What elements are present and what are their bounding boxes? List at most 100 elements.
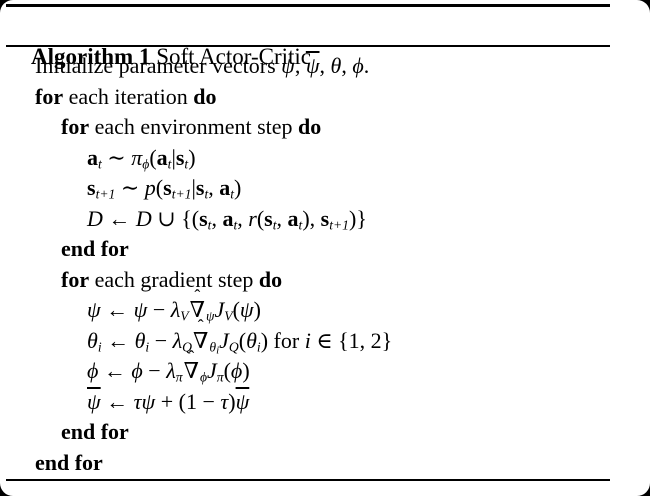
token-it: θ xyxy=(87,327,98,353)
token-it: θ xyxy=(134,327,146,353)
token-it: θ xyxy=(209,338,217,354)
token-it: ϕ xyxy=(199,369,207,385)
token-it: τ xyxy=(133,388,142,414)
token-it: ϕ xyxy=(131,358,143,383)
algorithm-line: for each gradient step do xyxy=(0,265,650,296)
subscript: ϕ xyxy=(142,156,149,171)
token-it: θ xyxy=(246,327,257,353)
token-ov: ψ xyxy=(305,53,320,78)
token-rm: for xyxy=(268,327,305,353)
token-op: ) xyxy=(234,175,242,200)
algorithm-body: Initialize parameter vectors ψ, ψ, θ, ϕ.… xyxy=(0,51,650,478)
token-bf: a xyxy=(156,144,168,170)
token-bf: s xyxy=(320,205,330,231)
token-it: t xyxy=(167,155,172,171)
token-rm: each environment step xyxy=(89,114,299,139)
token-kw: do xyxy=(298,114,322,139)
subscript: t+1 xyxy=(329,217,349,232)
token-it: t xyxy=(204,186,209,202)
token-op: )} xyxy=(349,205,367,231)
token-kw: end for xyxy=(35,449,103,475)
subscript: i xyxy=(216,344,219,356)
token-it: J xyxy=(207,358,217,383)
algorithm-line: end for xyxy=(0,234,650,265)
token-it: t+1 xyxy=(95,186,116,202)
token-it: i xyxy=(97,338,102,354)
subscript: V xyxy=(224,308,232,323)
subscript: π xyxy=(217,369,224,384)
token-rm: each iteration xyxy=(63,83,194,109)
algorithm-title: Soft Actor-Critic xyxy=(150,44,311,69)
algorithm-line: for each environment step do xyxy=(0,112,650,143)
algorithm-line: end for xyxy=(0,448,650,479)
token-op: ∼ xyxy=(115,175,145,200)
token-it: ψ xyxy=(133,297,148,322)
subscript: t xyxy=(98,156,102,171)
token-it: τ xyxy=(220,388,229,414)
token-kw: do xyxy=(258,266,283,292)
algorithm-line: ψ ← τψ + (1 − τ)ψ xyxy=(0,387,650,418)
subscript: i xyxy=(145,339,149,354)
token-op: ) xyxy=(242,358,250,383)
subscript: π xyxy=(176,369,183,384)
token-rm: Initialize parameter vectors xyxy=(35,53,282,78)
token-cal: D xyxy=(87,205,103,231)
token-it: λ xyxy=(166,358,176,383)
token-it: θ xyxy=(330,53,342,78)
algorithm-line: D ← D ∪ {(st, at, r(st, at), st+1)} xyxy=(0,204,650,235)
token-rm: . xyxy=(363,53,370,78)
token-op: ← xyxy=(102,205,136,231)
token-it: ψ xyxy=(87,297,101,322)
algorithm-line: Initialize parameter vectors ψ, ψ, θ, ϕ. xyxy=(0,51,650,82)
token-op: , xyxy=(208,175,220,200)
token-it: t xyxy=(230,186,235,202)
algorithm-header: Algorithm 1 Soft Actor-Critic xyxy=(8,12,311,102)
token-kw: for xyxy=(35,83,64,109)
token-op: − xyxy=(147,297,171,322)
token-op: ← xyxy=(100,297,134,322)
token-op: ) xyxy=(188,144,196,170)
token-it: ψ xyxy=(239,297,254,322)
token-it: V xyxy=(180,308,189,324)
token-it: ψ xyxy=(141,388,156,414)
token-it: t xyxy=(298,216,303,232)
token-it: ϕ xyxy=(87,358,99,383)
token-rm: , xyxy=(341,53,353,78)
token-op: ( xyxy=(238,327,247,353)
token-op: ( xyxy=(155,175,164,200)
subscript: ϕ xyxy=(200,369,207,384)
algorithm-line: for each iteration do xyxy=(0,82,650,113)
hat-accent: ˆ xyxy=(188,346,195,367)
token-cal: D xyxy=(135,205,152,231)
token-rm: , xyxy=(294,53,306,78)
token-op: , xyxy=(309,205,321,231)
token-op: ( xyxy=(178,388,186,414)
token-op: ( xyxy=(232,297,240,322)
token-op: ∼ xyxy=(101,144,132,170)
token-op: ) xyxy=(228,388,236,414)
token-bf: s xyxy=(264,205,273,231)
header-rule xyxy=(6,45,610,47)
token-op: + xyxy=(155,388,179,414)
token-op: , xyxy=(237,205,249,231)
token-it: t xyxy=(233,216,238,232)
token-rm: each gradient step xyxy=(89,266,259,292)
token-op: ) xyxy=(260,327,269,353)
token-op: ) xyxy=(253,297,261,322)
token-it: t xyxy=(184,155,189,171)
token-it: λ xyxy=(172,327,183,353)
token-op: ) xyxy=(302,205,310,231)
token-kw: end for xyxy=(61,419,129,444)
token-it: V xyxy=(224,308,233,324)
token-rm: 1, 2 xyxy=(348,327,382,353)
token-it: t+1 xyxy=(171,186,192,202)
algorithm-line: end for xyxy=(0,417,650,448)
token-kw: for xyxy=(61,114,90,139)
token-op: ∈ xyxy=(310,327,339,353)
token-rm: , xyxy=(319,53,331,78)
subscript: t xyxy=(233,217,237,232)
subscript: Q xyxy=(229,339,239,354)
token-it: π xyxy=(175,369,183,385)
